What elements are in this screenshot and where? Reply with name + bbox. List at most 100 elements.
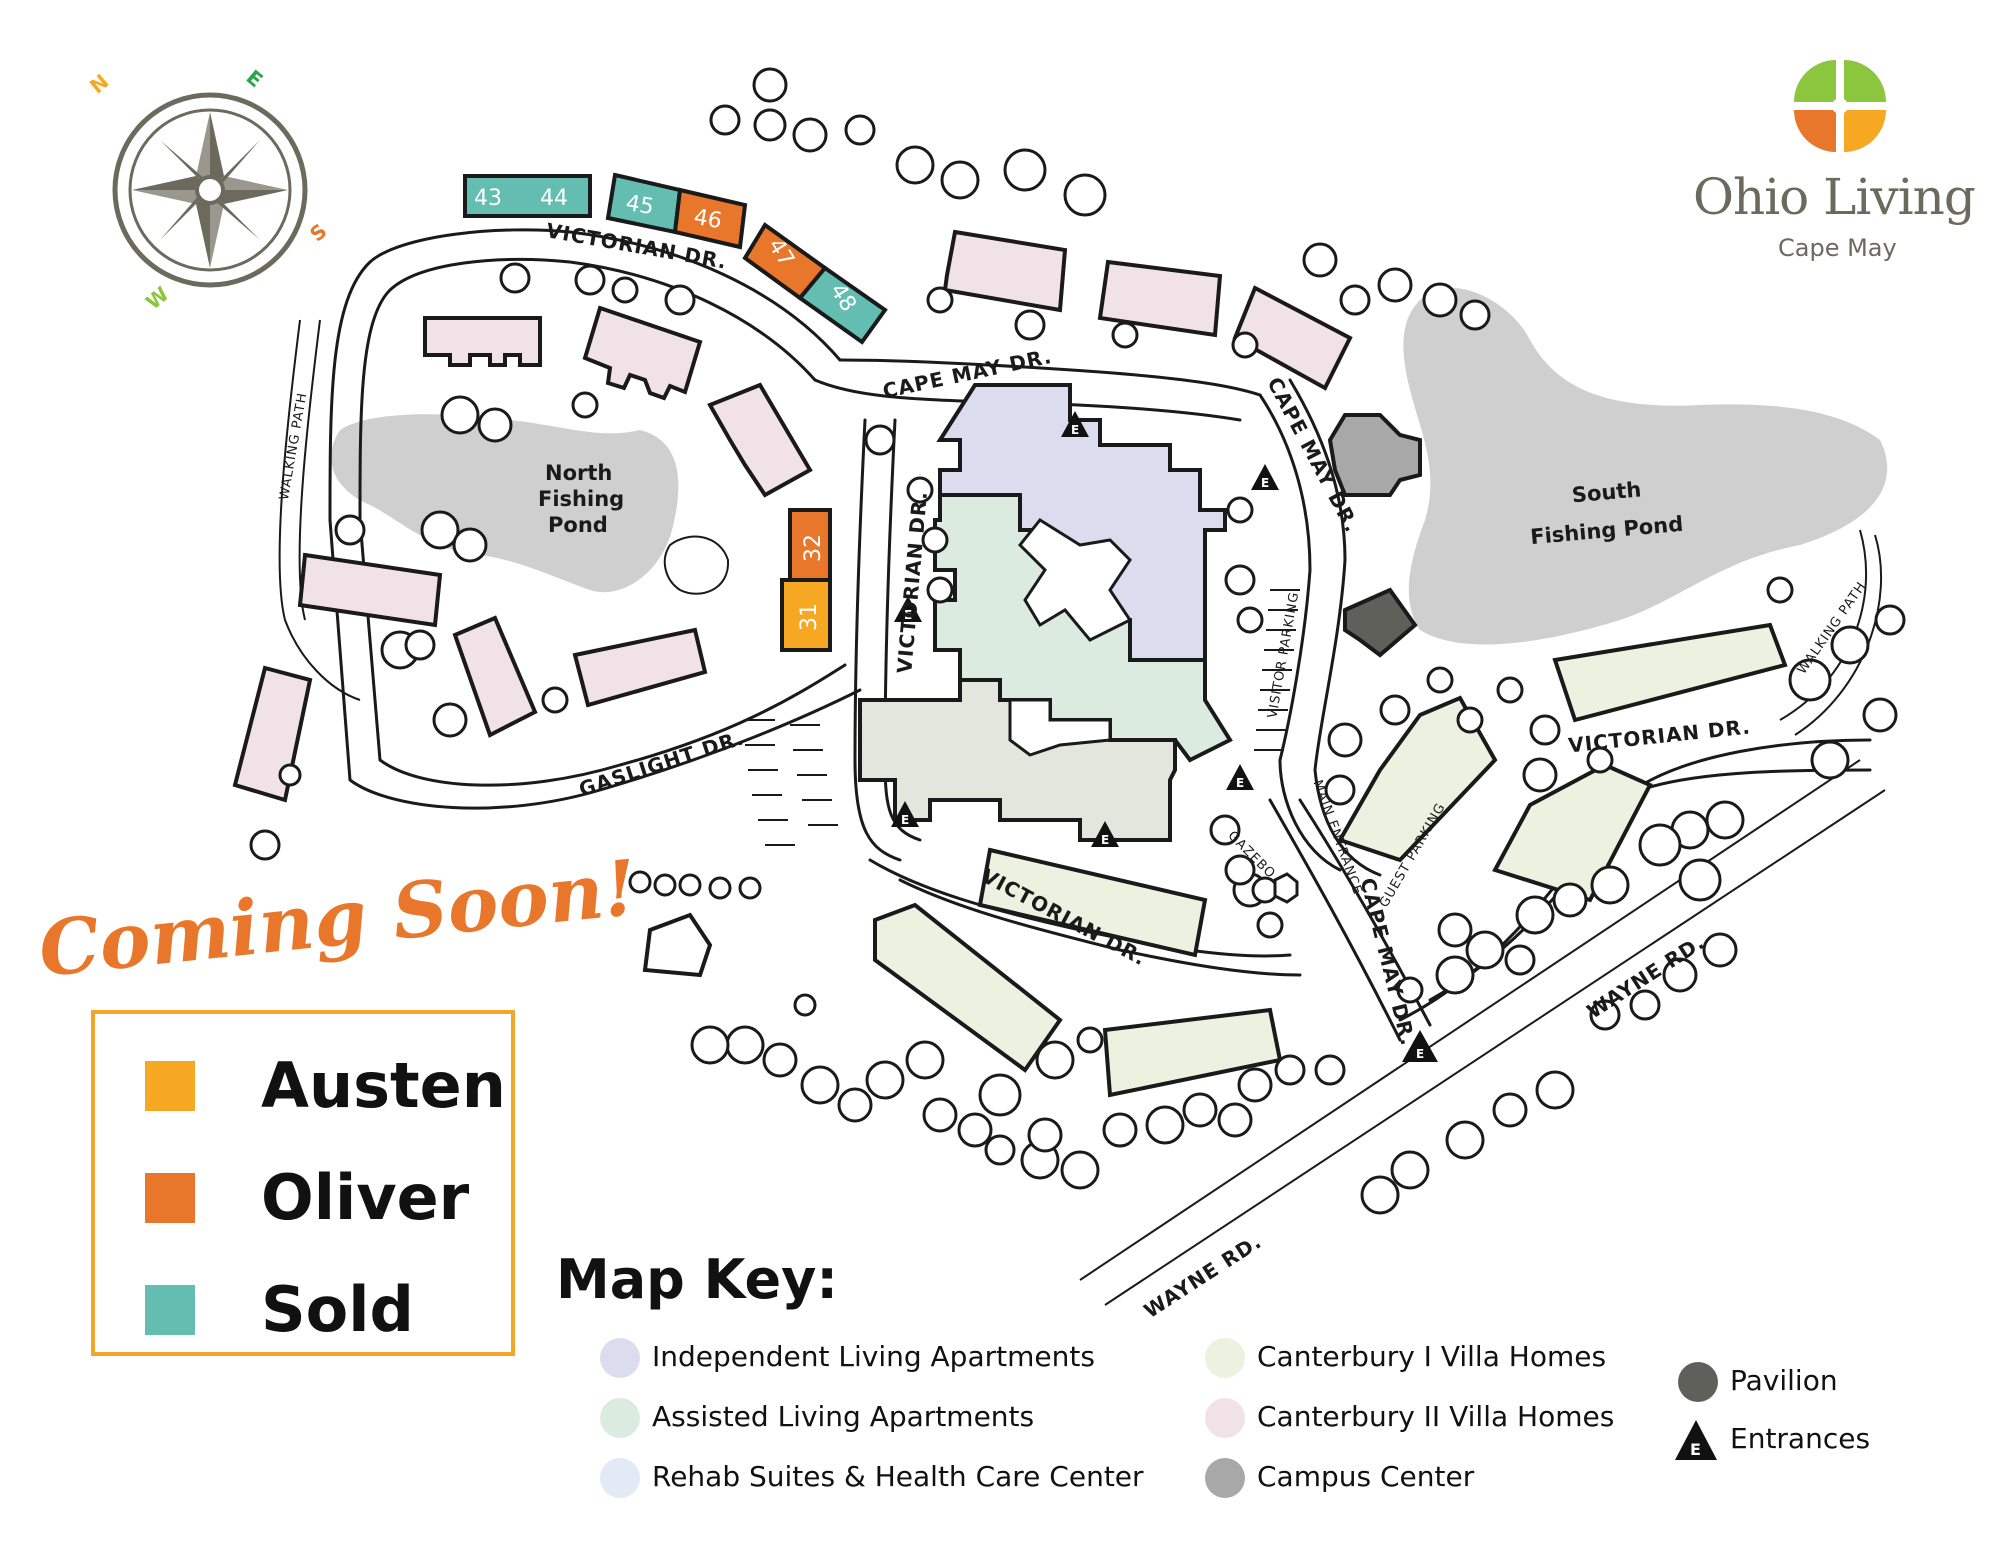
entrance-triangle-icon: E: [1251, 464, 1279, 490]
west-outbuilding: [642, 912, 713, 978]
unit-31-label: 31: [797, 603, 822, 631]
compass-north: N: [85, 69, 113, 98]
key-label-canterbury-1: Canterbury I Villa Homes: [1257, 1340, 1607, 1373]
key-label-pavilion: Pavilion: [1730, 1364, 1838, 1397]
key-dot-rehab: [600, 1458, 640, 1498]
entrance-triangle-icon: E: [891, 801, 919, 827]
north-pond-label-line3: Pond: [548, 513, 608, 537]
pavilion: [1343, 587, 1418, 658]
key-dot-independent: [600, 1338, 640, 1378]
status-label-oliver: Oliver: [261, 1161, 470, 1234]
entrance-triangle-icon: E: [1675, 1420, 1717, 1460]
cape-may-dr-east-west: [1258, 393, 1342, 872]
svg-text:E: E: [1071, 423, 1079, 437]
key-dot-canterbury-1: [1205, 1338, 1245, 1378]
north-pond-label-line2: Fishing: [538, 487, 624, 511]
unit-43-label: 43: [474, 186, 502, 211]
north-fishing-pond: [331, 414, 679, 593]
ohio-living-logo: [1794, 60, 1886, 152]
walking-path-west: [278, 319, 361, 701]
wayne-rd-north-edge: [1079, 759, 1861, 1281]
unit-46-label: 46: [692, 205, 724, 234]
gaslight-dr-inner: [358, 518, 847, 787]
victorian-dr-north-loop-inner: [358, 257, 817, 522]
svg-text:E: E: [901, 813, 909, 827]
svg-text:E: E: [1261, 476, 1269, 490]
villa-east-2: [1337, 695, 1498, 863]
svg-text:E: E: [904, 608, 912, 622]
villa-gaslight: [572, 627, 708, 708]
unit-32-label: 32: [801, 534, 826, 562]
west-parking-lot: [745, 719, 838, 846]
villa-nw-2: [582, 305, 703, 401]
villa-south-1: [977, 847, 1208, 958]
gazebo-north-pond: [663, 535, 730, 595]
key-label-rehab: Rehab Suites & Health Care Center: [652, 1460, 1144, 1493]
villa-ne: [1232, 285, 1353, 391]
logo-mark-icon: [1794, 60, 1886, 152]
wayne-rd-south-edge: [1104, 789, 1886, 1306]
brand-location: Cape May: [1778, 234, 1897, 262]
villa-n-2: [1097, 259, 1223, 338]
trees: [249, 67, 1906, 1215]
unit-group-31-32: [780, 508, 832, 652]
entrance-triangle-icon: E: [1226, 764, 1254, 790]
key-label-assisted: Assisted Living Apartments: [652, 1400, 1035, 1433]
unit-45-label: 45: [624, 191, 656, 220]
key-label-entrances: Entrances: [1730, 1422, 1871, 1455]
compass-south: S: [305, 219, 331, 247]
cape-may-dr-east-east: [1288, 378, 1382, 877]
villa-east-1: [1552, 622, 1788, 723]
entrance-triangle-icon: E: [1402, 1030, 1438, 1062]
compass-rose: N E S W: [85, 65, 331, 314]
entrance-triangle-icon: E: [894, 596, 922, 622]
key-label-campus-center: Campus Center: [1257, 1460, 1475, 1493]
road-label-wayne-rd-south: WAYNE RD.: [1139, 1229, 1265, 1323]
status-swatch-oliver: [145, 1173, 195, 1223]
map-key-title: Map Key:: [556, 1248, 838, 1311]
status-legend: Austen Oliver Sold: [91, 1010, 515, 1356]
cape-may-dr-south-west: [1268, 798, 1402, 1042]
compass-east: E: [242, 65, 268, 92]
compass-west: W: [141, 282, 173, 315]
key-dot-pavilion: [1678, 1362, 1718, 1402]
gaslight-dr-outer: [328, 518, 862, 810]
campus-center: [1327, 413, 1422, 497]
road-label-victorian-dr-center: VICTORIAN DR.: [892, 490, 932, 675]
courtyard-2: [1008, 698, 1112, 757]
villa-inner-2: [452, 615, 538, 738]
key-dot-canterbury-2: [1205, 1398, 1245, 1438]
entrance-triangle-icon: E: [1061, 411, 1089, 437]
visitor-parking-lot: [1254, 589, 1300, 751]
svg-text:E: E: [1690, 1440, 1701, 1459]
status-label-sold: Sold: [261, 1273, 414, 1346]
villa-east-3: [1492, 762, 1653, 903]
victorian-dr-north-loop: [328, 228, 842, 522]
gazebo-structure: [1273, 872, 1299, 904]
road-label-victorian-dr-east: VICTORIAN DR.: [1567, 714, 1752, 757]
key-label-independent: Independent Living Apartments: [652, 1340, 1095, 1373]
road-label-gaslight-dr: GASLIGHT DR.: [576, 725, 747, 801]
villa-pond-sw: [297, 552, 443, 628]
key-label-canterbury-2: Canterbury II Villa Homes: [1257, 1400, 1615, 1433]
svg-text:E: E: [1236, 776, 1244, 790]
victorian-dr-center-west: [853, 418, 902, 862]
brand-name: Ohio Living: [1693, 168, 1976, 226]
cape-may-dr-north-outer: [838, 358, 1262, 397]
villa-inner-1: [707, 382, 813, 498]
south-fishing-pond: [1403, 287, 1888, 645]
status-swatch-sold: [145, 1285, 195, 1335]
courtyard: [1017, 518, 1133, 642]
key-dot-assisted: [600, 1398, 640, 1438]
unit-group-47-48: [742, 222, 888, 345]
svg-text:E: E: [1416, 1047, 1424, 1061]
key-dot-campus-center: [1205, 1458, 1245, 1498]
entrance-triangle-icon: E: [1091, 821, 1119, 847]
north-pond-label-line1: North: [545, 461, 612, 485]
villa-nw-1: [423, 316, 542, 367]
entrance-markers: E E E E E E E: [891, 411, 1438, 1062]
status-label-austen: Austen: [261, 1049, 506, 1122]
svg-text:E: E: [1101, 833, 1109, 847]
villa-south-2: [873, 902, 1063, 1073]
